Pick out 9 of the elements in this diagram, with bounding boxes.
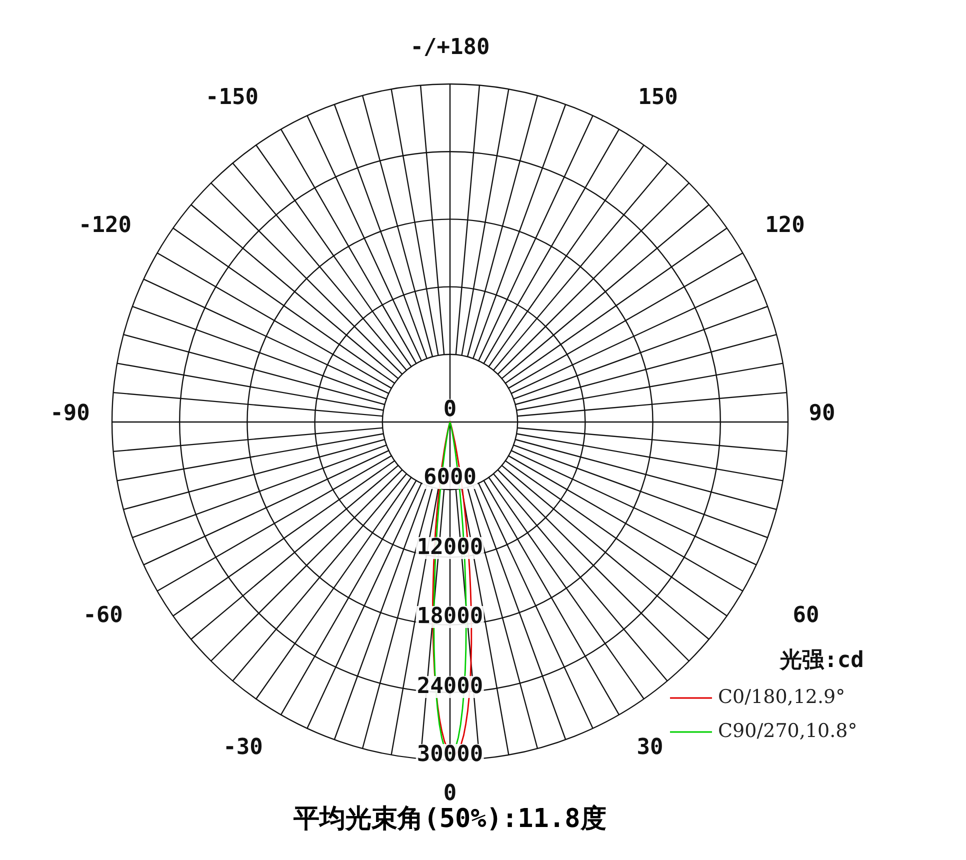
axis-label: 18000 (416, 606, 484, 628)
axis-label: 6000 (422, 467, 478, 489)
axis-label: 光强:cd (779, 650, 865, 672)
axis-label: 24000 (416, 676, 484, 698)
legend-text: C90/270,10.8° (718, 722, 858, 741)
caption: 平均光束角(50%):11.8度 (294, 806, 606, 832)
axis-label: 0 (442, 399, 458, 421)
legend-text: C0/180,12.9° (718, 688, 846, 707)
axis-label: 12000 (416, 537, 484, 559)
